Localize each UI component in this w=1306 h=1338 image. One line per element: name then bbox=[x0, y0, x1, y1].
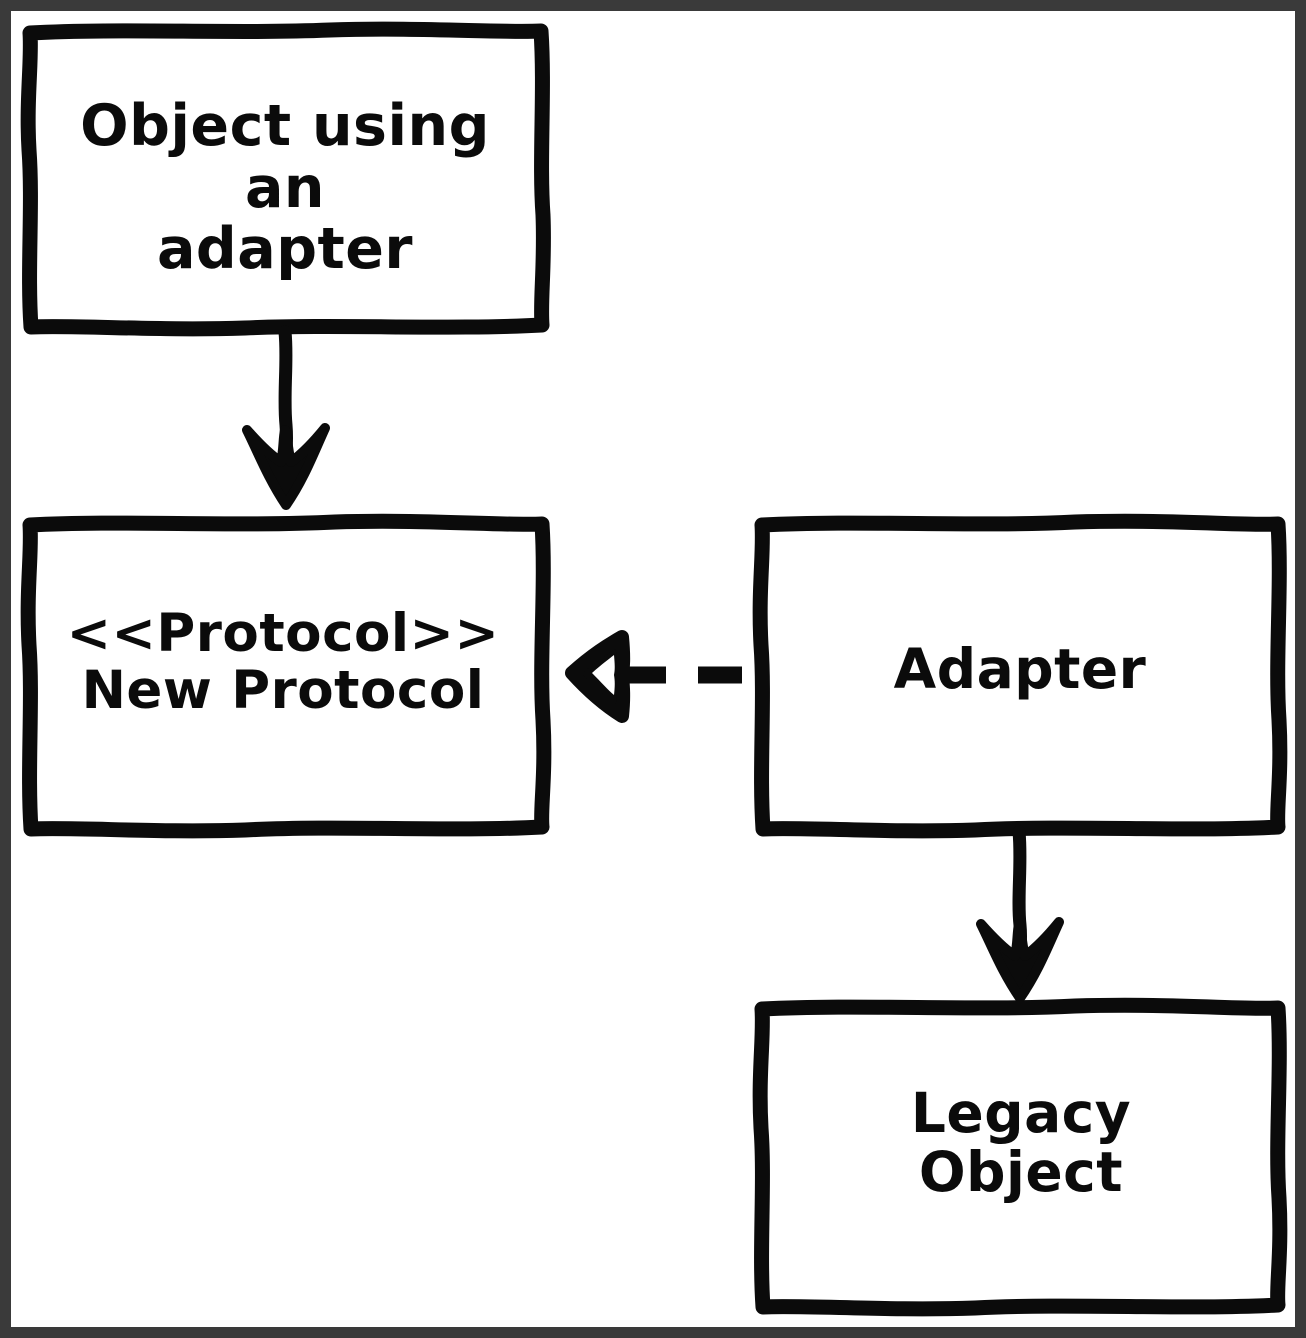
realization-triangle-inner-gap bbox=[592, 655, 615, 695]
new-protocol-box-outline bbox=[20, 513, 552, 839]
adapter-box[interactable] bbox=[752, 513, 1288, 839]
adapter-box-outline bbox=[752, 513, 1288, 839]
client-box[interactable] bbox=[20, 21, 551, 337]
new-protocol-box[interactable] bbox=[20, 513, 552, 839]
dependency-arrow-adapter-to-legacy[interactable] bbox=[976, 825, 1064, 1003]
realization-arrow-adapter-to-protocol[interactable] bbox=[565, 630, 756, 723]
arrowhead-filled bbox=[242, 423, 330, 510]
arrowhead-filled bbox=[976, 917, 1064, 1003]
dependency-arrow-client-to-protocol[interactable] bbox=[242, 325, 330, 510]
client-box-outline bbox=[20, 21, 551, 337]
legacy-object-box[interactable] bbox=[752, 997, 1288, 1317]
legacy-object-box-outline bbox=[752, 997, 1288, 1317]
